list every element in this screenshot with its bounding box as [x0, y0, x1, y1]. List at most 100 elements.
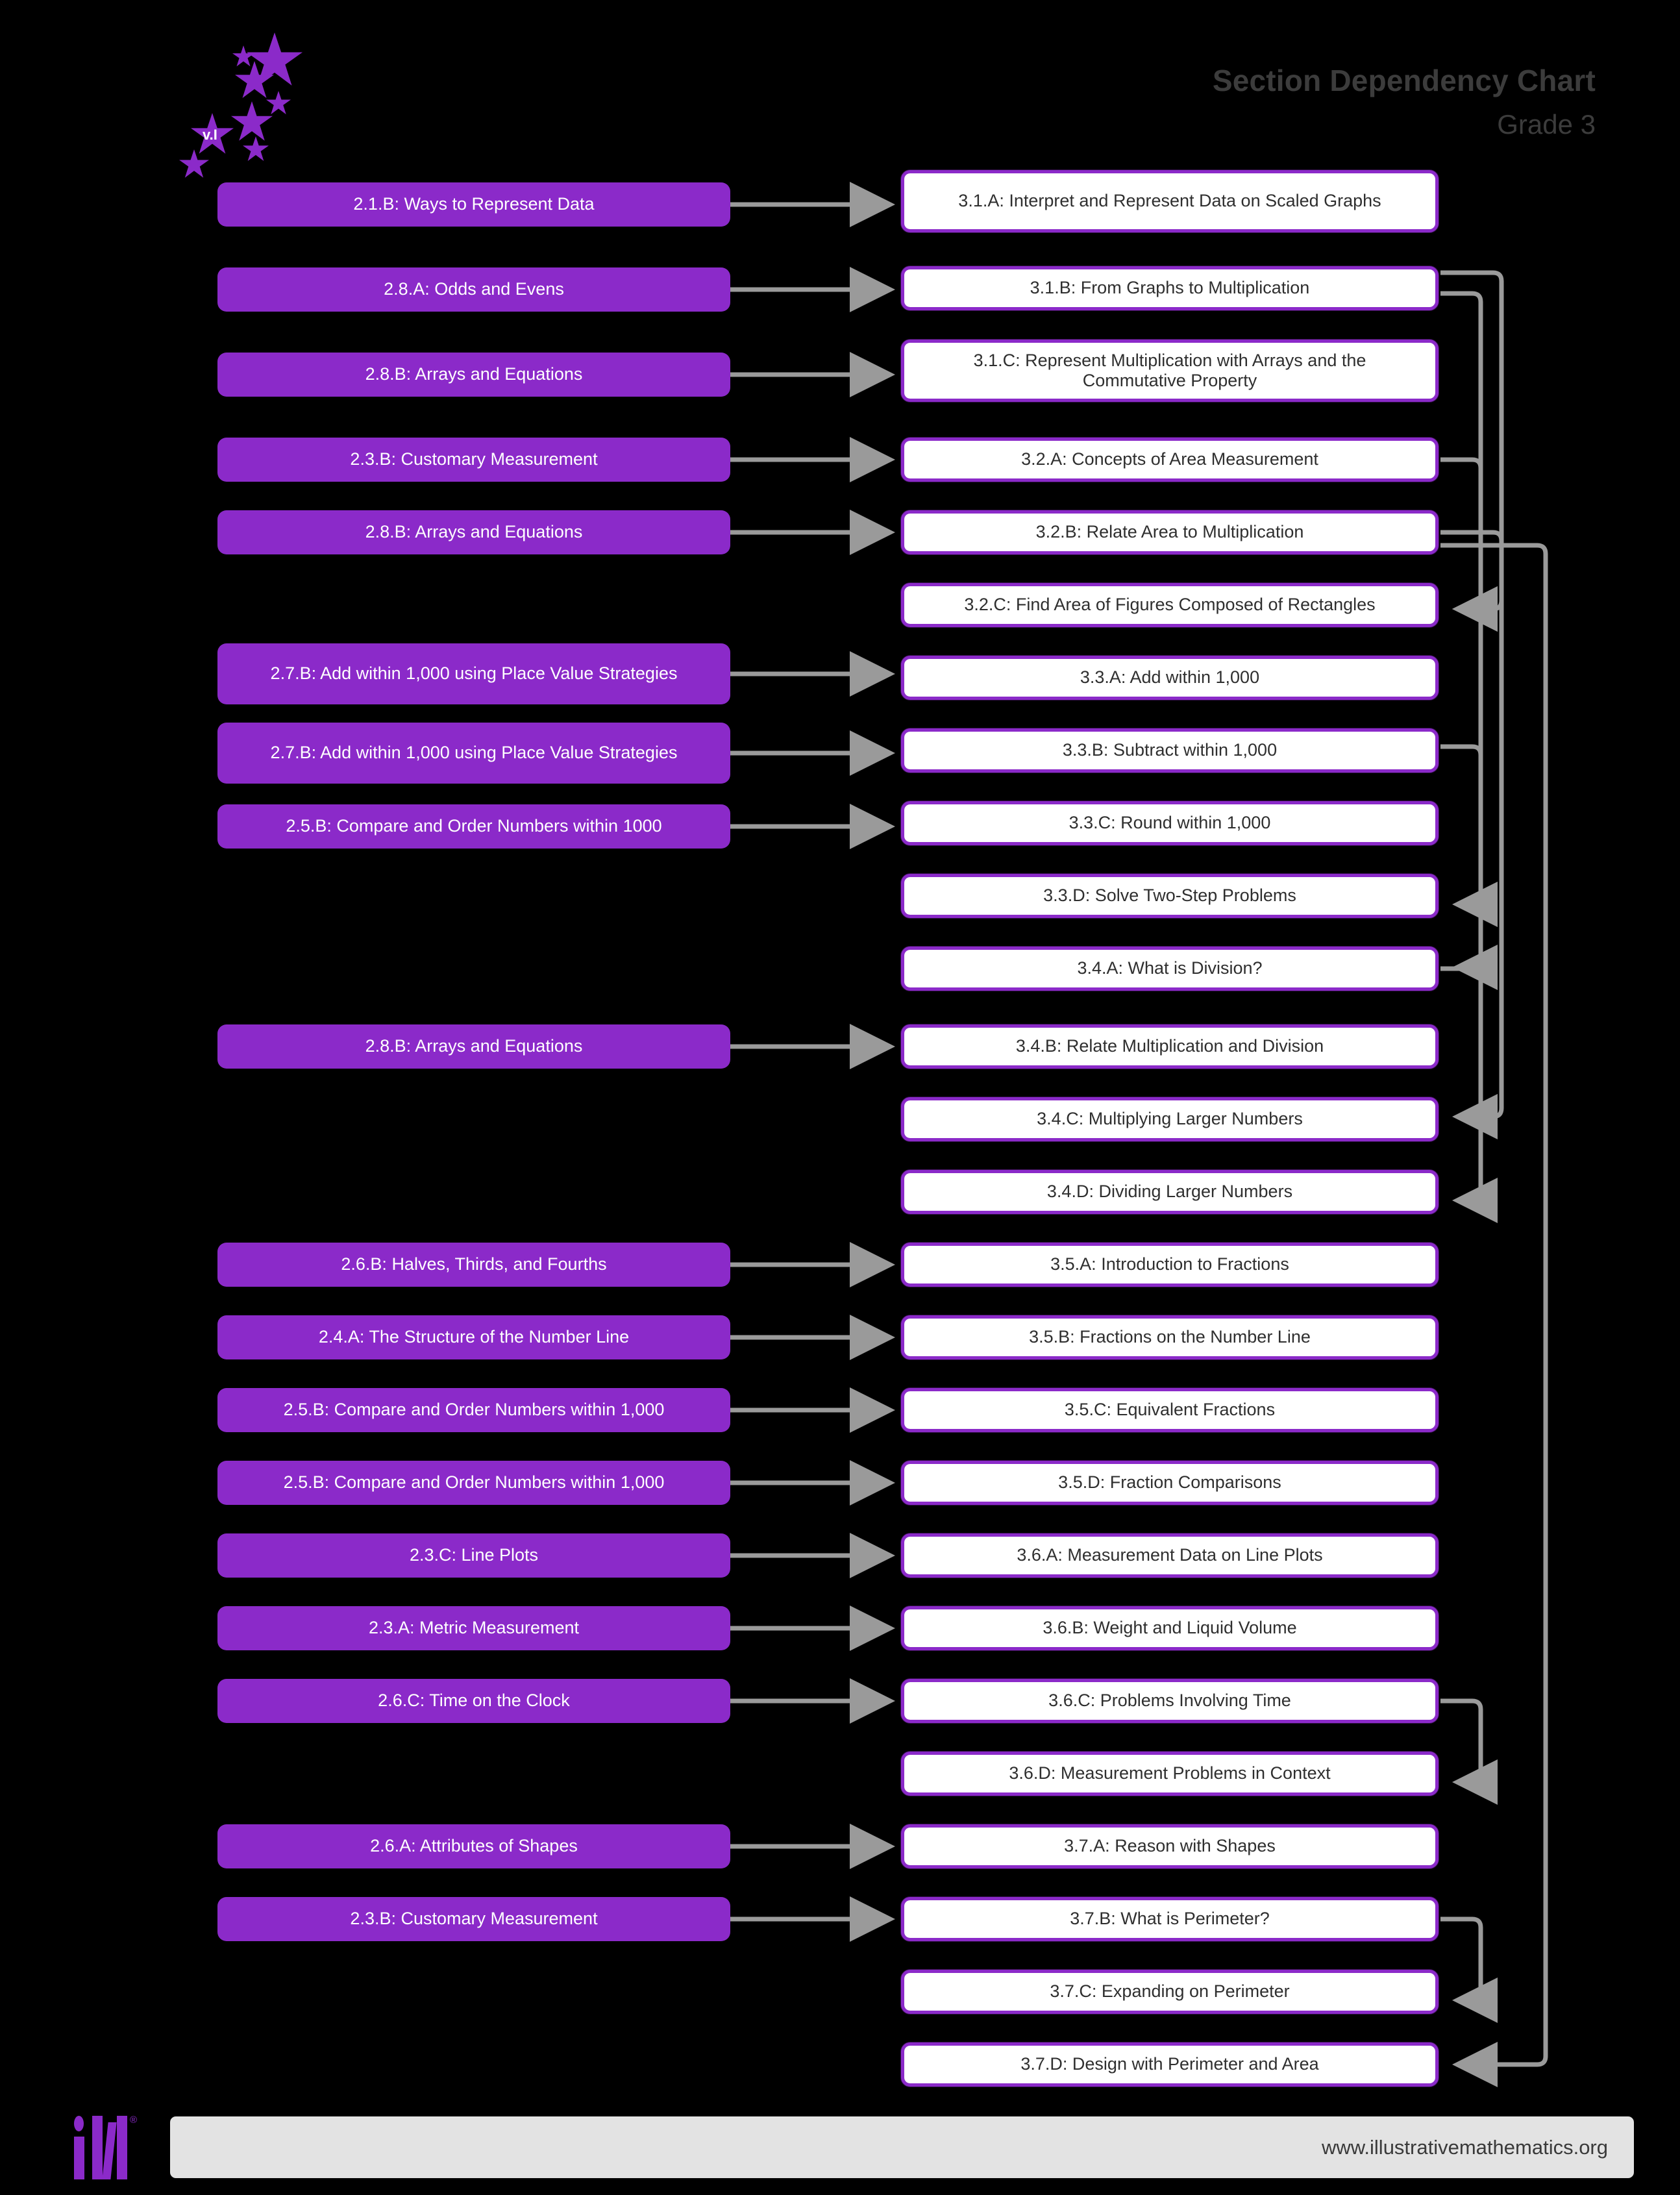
- prerequisite-node-p4[interactable]: 2.3.B: Customary Measurement: [217, 438, 730, 482]
- section-node-label: 3.5.B: Fractions on the Number Line: [1029, 1327, 1311, 1347]
- section-node-s20[interactable]: 3.6.B: Weight and Liquid Volume: [901, 1606, 1439, 1650]
- footer-bar: www.illustrativemathematics.org: [170, 2116, 1634, 2178]
- prerequisite-node-label: 2.3.B: Customary Measurement: [350, 449, 598, 469]
- version-label: v.I: [203, 127, 217, 143]
- star-cluster-decoration: v.I: [175, 32, 325, 188]
- section-node-s2[interactable]: 3.1.B: From Graphs to Multiplication: [901, 266, 1439, 310]
- section-node-s3[interactable]: 3.1.C: Represent Multiplication with Arr…: [901, 340, 1439, 402]
- section-node-label: 3.6.B: Weight and Liquid Volume: [1043, 1618, 1297, 1638]
- prerequisite-node-label: 2.8.A: Odds and Evens: [384, 279, 564, 299]
- logo-m-left: [92, 2116, 103, 2179]
- section-node-label: 3.7.A: Reason with Shapes: [1064, 1836, 1276, 1856]
- section-node-label: 3.6.D: Measurement Problems in Context: [1009, 1763, 1331, 1783]
- prerequisite-node-p13[interactable]: 2.5.B: Compare and Order Numbers within …: [217, 1461, 730, 1505]
- prerequisite-node-p1[interactable]: 2.1.B: Ways to Represent Data: [217, 182, 730, 227]
- prerequisite-node-label: 2.8.B: Arrays and Equations: [365, 364, 583, 384]
- section-node-label: 3.4.B: Relate Multiplication and Divisio…: [1015, 1036, 1324, 1056]
- prerequisite-node-label: 2.3.B: Customary Measurement: [350, 1909, 598, 1929]
- prerequisite-node-p17[interactable]: 2.6.A: Attributes of Shapes: [217, 1824, 730, 1868]
- section-node-label: 3.5.D: Fraction Comparisons: [1058, 1472, 1281, 1493]
- section-node-label: 3.2.A: Concepts of Area Measurement: [1021, 449, 1318, 469]
- page-title: Section Dependency Chart: [1212, 64, 1596, 97]
- prerequisite-node-label: 2.8.B: Arrays and Equations: [365, 1036, 583, 1056]
- section-node-s4[interactable]: 3.2.A: Concepts of Area Measurement: [901, 438, 1439, 482]
- section-node-s12[interactable]: 3.4.B: Relate Multiplication and Divisio…: [901, 1024, 1439, 1069]
- prerequisite-node-label: 2.4.A: The Structure of the Number Line: [318, 1327, 630, 1347]
- prerequisite-node-p14[interactable]: 2.3.C: Line Plots: [217, 1533, 730, 1578]
- prerequisite-node-label: 2.8.B: Arrays and Equations: [365, 522, 583, 542]
- section-node-s9[interactable]: 3.3.C: Round within 1,000: [901, 801, 1439, 845]
- prerequisite-node-p5[interactable]: 2.8.B: Arrays and Equations: [217, 510, 730, 554]
- prerequisite-node-label: 2.6.C: Time on the Clock: [378, 1691, 570, 1711]
- section-node-label: 3.2.C: Find Area of Figures Composed of …: [964, 595, 1376, 615]
- section-node-label: 3.3.D: Solve Two-Step Problems: [1043, 886, 1296, 906]
- prerequisite-node-label: 2.7.B: Add within 1,000 using Place Valu…: [270, 743, 678, 763]
- section-node-s11[interactable]: 3.4.A: What is Division?: [901, 947, 1439, 991]
- prerequisite-node-label: 2.5.B: Compare and Order Numbers within …: [286, 816, 662, 836]
- logo-registered-mark: ®: [130, 2114, 138, 2126]
- prerequisite-node-label: 2.3.C: Line Plots: [409, 1545, 539, 1565]
- prerequisite-node-p12[interactable]: 2.5.B: Compare and Order Numbers within …: [217, 1388, 730, 1432]
- logo-m-right: [117, 2116, 127, 2179]
- section-node-label: 3.3.B: Subtract within 1,000: [1062, 740, 1278, 760]
- section-node-label: 3.7.D: Design with Perimeter and Area: [1020, 2054, 1319, 2074]
- prerequisite-node-p7[interactable]: 2.7.B: Add within 1,000 using Place Valu…: [217, 723, 730, 784]
- section-node-s1[interactable]: 3.1.A: Interpret and Represent Data on S…: [901, 170, 1439, 232]
- prerequisite-node-label: 2.6.B: Halves, Thirds, and Fourths: [341, 1254, 607, 1274]
- prerequisite-node-p11[interactable]: 2.4.A: The Structure of the Number Line: [217, 1315, 730, 1359]
- section-node-s16[interactable]: 3.5.B: Fractions on the Number Line: [901, 1315, 1439, 1359]
- prerequisite-node-label: 2.5.B: Compare and Order Numbers within …: [283, 1472, 665, 1493]
- section-node-s26[interactable]: 3.7.D: Design with Perimeter and Area: [901, 2042, 1439, 2087]
- section-node-label: 3.6.C: Problems Involving Time: [1048, 1691, 1291, 1711]
- prerequisite-node-p10[interactable]: 2.6.B: Halves, Thirds, and Fourths: [217, 1243, 730, 1287]
- section-node-label: 3.7.C: Expanding on Perimeter: [1050, 1981, 1290, 2002]
- prerequisite-node-p6[interactable]: 2.7.B: Add within 1,000 using Place Valu…: [217, 643, 730, 704]
- section-node-label: 3.3.A: Add within 1,000: [1080, 667, 1260, 688]
- section-node-label: 3.4.D: Dividing Larger Numbers: [1046, 1182, 1293, 1202]
- section-node-label: 3.5.C: Equivalent Fractions: [1064, 1400, 1276, 1420]
- prerequisite-node-label: 2.6.A: Attributes of Shapes: [370, 1836, 578, 1856]
- section-node-s8[interactable]: 3.3.B: Subtract within 1,000: [901, 728, 1439, 773]
- section-node-s21[interactable]: 3.6.C: Problems Involving Time: [901, 1679, 1439, 1723]
- footer-url[interactable]: www.illustrativemathematics.org: [1321, 2135, 1608, 2159]
- prerequisite-node-label: 2.3.A: Metric Measurement: [368, 1618, 580, 1638]
- section-node-label: 3.4.A: What is Division?: [1077, 958, 1263, 978]
- logo-i-stem: [74, 2137, 84, 2179]
- prerequisite-node-p9[interactable]: 2.8.B: Arrays and Equations: [217, 1024, 730, 1069]
- section-node-s18[interactable]: 3.5.D: Fraction Comparisons: [901, 1461, 1439, 1505]
- prerequisite-node-label: 2.5.B: Compare and Order Numbers within …: [283, 1400, 665, 1420]
- illustrative-mathematics-logo: ®: [70, 2113, 148, 2185]
- section-node-label: 3.6.A: Measurement Data on Line Plots: [1017, 1545, 1323, 1565]
- section-node-s17[interactable]: 3.5.C: Equivalent Fractions: [901, 1388, 1439, 1432]
- prerequisite-node-p8[interactable]: 2.5.B: Compare and Order Numbers within …: [217, 804, 730, 849]
- section-node-label: 3.3.C: Round within 1,000: [1069, 813, 1271, 833]
- section-node-label: 3.4.C: Multiplying Larger Numbers: [1037, 1109, 1303, 1129]
- prerequisite-node-p16[interactable]: 2.6.C: Time on the Clock: [217, 1679, 730, 1723]
- section-node-s6[interactable]: 3.2.C: Find Area of Figures Composed of …: [901, 583, 1439, 627]
- prerequisite-node-p3[interactable]: 2.8.B: Arrays and Equations: [217, 353, 730, 397]
- prerequisite-node-label: 2.7.B: Add within 1,000 using Place Valu…: [270, 663, 678, 684]
- logo-m-middle: [102, 2122, 117, 2179]
- section-node-s7[interactable]: 3.3.A: Add within 1,000: [901, 656, 1439, 700]
- page-subtitle: Grade 3: [1497, 109, 1596, 140]
- section-node-s23[interactable]: 3.7.A: Reason with Shapes: [901, 1824, 1439, 1868]
- section-node-label: 3.1.A: Interpret and Represent Data on S…: [958, 191, 1381, 211]
- section-node-s19[interactable]: 3.6.A: Measurement Data on Line Plots: [901, 1533, 1439, 1578]
- section-node-s10[interactable]: 3.3.D: Solve Two-Step Problems: [901, 874, 1439, 918]
- section-node-s13[interactable]: 3.4.C: Multiplying Larger Numbers: [901, 1097, 1439, 1141]
- prerequisite-node-p2[interactable]: 2.8.A: Odds and Evens: [217, 267, 730, 312]
- section-node-label: 3.5.A: Introduction to Fractions: [1050, 1254, 1289, 1274]
- section-node-label: 3.1.C: Represent Multiplication with Arr…: [973, 350, 1366, 390]
- section-node-s22[interactable]: 3.6.D: Measurement Problems in Context: [901, 1752, 1439, 1796]
- section-node-s25[interactable]: 3.7.C: Expanding on Perimeter: [901, 1970, 1439, 2014]
- section-node-s5[interactable]: 3.2.B: Relate Area to Multiplication: [901, 510, 1439, 554]
- section-node-s14[interactable]: 3.4.D: Dividing Larger Numbers: [901, 1170, 1439, 1214]
- section-node-s15[interactable]: 3.5.A: Introduction to Fractions: [901, 1243, 1439, 1287]
- section-node-s24[interactable]: 3.7.B: What is Perimeter?: [901, 1897, 1439, 1941]
- prerequisite-node-p18[interactable]: 2.3.B: Customary Measurement: [217, 1897, 730, 1941]
- prerequisite-node-label: 2.1.B: Ways to Represent Data: [353, 194, 595, 214]
- section-node-label: 3.2.B: Relate Area to Multiplication: [1035, 522, 1304, 542]
- prerequisite-node-p15[interactable]: 2.3.A: Metric Measurement: [217, 1606, 730, 1650]
